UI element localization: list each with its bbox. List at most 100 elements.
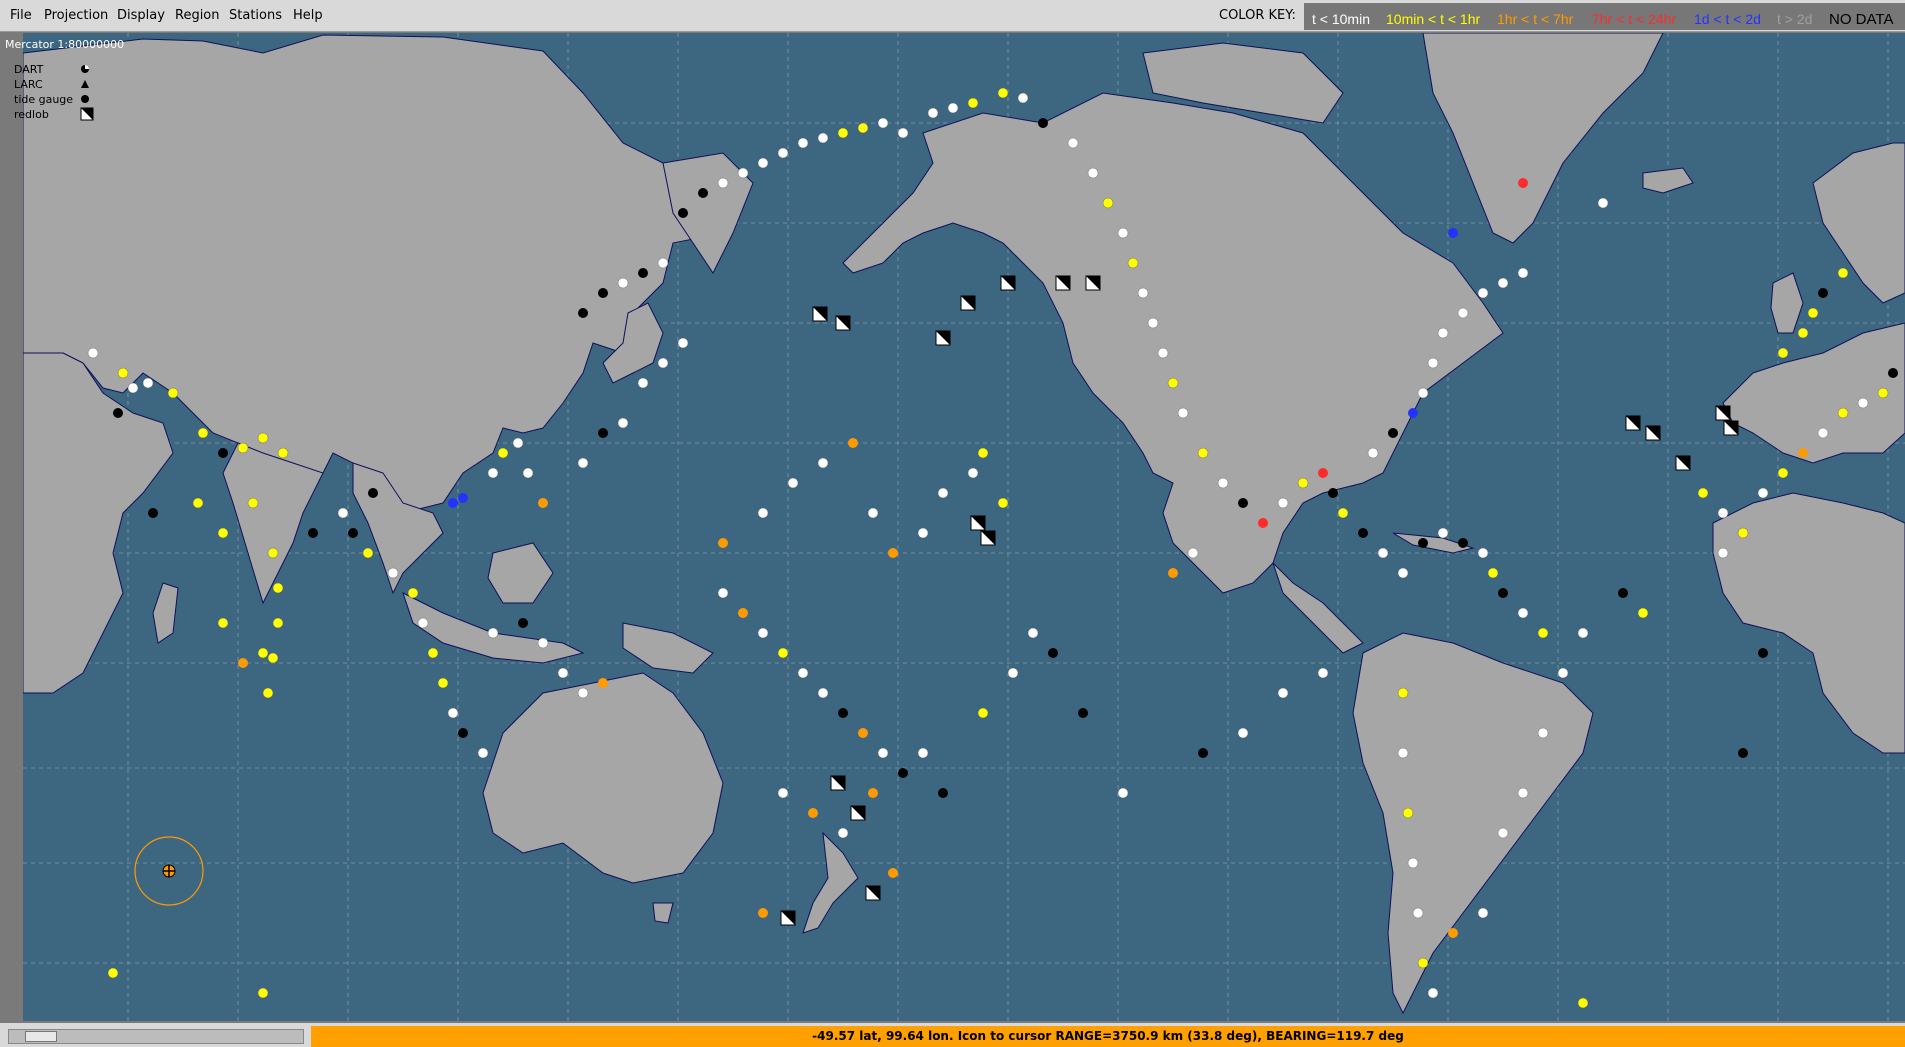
station-marker[interactable] bbox=[1818, 288, 1828, 298]
station-marker[interactable] bbox=[237, 442, 249, 454]
station-marker[interactable] bbox=[1048, 648, 1058, 658]
station-marker[interactable] bbox=[487, 467, 499, 479]
station-marker[interactable] bbox=[1067, 137, 1079, 149]
station-marker[interactable] bbox=[1117, 787, 1129, 799]
station-marker[interactable] bbox=[1597, 197, 1609, 209]
station-marker[interactable] bbox=[617, 417, 629, 429]
station-marker[interactable] bbox=[1477, 287, 1489, 299]
station-marker[interactable] bbox=[1177, 407, 1189, 419]
station-marker[interactable] bbox=[1397, 687, 1409, 699]
station-marker[interactable] bbox=[1777, 467, 1789, 479]
station-marker[interactable] bbox=[197, 427, 209, 439]
station-marker[interactable] bbox=[557, 667, 569, 679]
station-marker[interactable] bbox=[1758, 648, 1768, 658]
station-marker[interactable] bbox=[1888, 368, 1898, 378]
station-marker[interactable] bbox=[238, 658, 248, 668]
station-marker[interactable] bbox=[858, 728, 868, 738]
station-marker[interactable] bbox=[262, 687, 274, 699]
station-marker[interactable] bbox=[967, 97, 979, 109]
station-marker[interactable] bbox=[1427, 357, 1439, 369]
station-marker[interactable] bbox=[977, 707, 989, 719]
station-marker[interactable] bbox=[738, 608, 748, 618]
station-marker[interactable] bbox=[1168, 568, 1178, 578]
station-marker[interactable] bbox=[1498, 588, 1508, 598]
station-marker[interactable] bbox=[427, 647, 439, 659]
station-marker[interactable] bbox=[657, 257, 669, 269]
station-marker[interactable] bbox=[1458, 538, 1468, 548]
menu-stations[interactable]: Stations bbox=[229, 8, 282, 23]
station-marker[interactable] bbox=[1877, 387, 1889, 399]
station-marker[interactable] bbox=[1167, 377, 1179, 389]
menu-display[interactable]: Display bbox=[117, 8, 165, 23]
station-marker[interactable] bbox=[757, 627, 769, 639]
menu-projection[interactable]: Projection bbox=[44, 8, 109, 23]
station-marker[interactable] bbox=[997, 87, 1009, 99]
station-marker[interactable] bbox=[167, 387, 179, 399]
station-marker[interactable] bbox=[888, 868, 898, 878]
station-marker[interactable] bbox=[718, 538, 728, 548]
station-marker[interactable] bbox=[967, 467, 979, 479]
station-marker[interactable] bbox=[1798, 448, 1808, 458]
station-marker[interactable] bbox=[1817, 427, 1829, 439]
station-marker[interactable] bbox=[267, 652, 279, 664]
station-marker[interactable] bbox=[1717, 507, 1729, 519]
station-marker[interactable] bbox=[1197, 447, 1209, 459]
station-marker[interactable] bbox=[1412, 907, 1424, 919]
station-marker[interactable] bbox=[797, 137, 809, 149]
station-marker[interactable] bbox=[447, 707, 459, 719]
station-marker[interactable] bbox=[218, 448, 228, 458]
station-marker[interactable] bbox=[148, 508, 158, 518]
station-marker[interactable] bbox=[797, 667, 809, 679]
station-marker[interactable] bbox=[888, 548, 898, 558]
station-marker[interactable] bbox=[757, 157, 769, 169]
station-marker[interactable] bbox=[577, 457, 589, 469]
station-marker[interactable] bbox=[717, 587, 729, 599]
station-marker[interactable] bbox=[127, 382, 139, 394]
station-marker[interactable] bbox=[267, 547, 279, 559]
station-marker[interactable] bbox=[1517, 267, 1529, 279]
station-marker[interactable] bbox=[217, 617, 229, 629]
station-marker[interactable] bbox=[1427, 987, 1439, 999]
station-marker[interactable] bbox=[1857, 397, 1869, 409]
station-marker[interactable] bbox=[638, 268, 648, 278]
station-marker[interactable] bbox=[1217, 477, 1229, 489]
station-marker[interactable] bbox=[277, 447, 289, 459]
station-marker[interactable] bbox=[777, 647, 789, 659]
station-marker[interactable] bbox=[1717, 547, 1729, 559]
station-marker[interactable] bbox=[637, 377, 649, 389]
station-marker[interactable] bbox=[1737, 527, 1749, 539]
station-marker[interactable] bbox=[1807, 307, 1819, 319]
station-marker[interactable] bbox=[1017, 92, 1029, 104]
station-marker[interactable] bbox=[977, 447, 989, 459]
horizontal-scrollbar[interactable] bbox=[8, 1029, 304, 1044]
station-marker[interactable] bbox=[458, 728, 468, 738]
station-marker[interactable] bbox=[1238, 498, 1248, 508]
station-marker[interactable] bbox=[1078, 708, 1088, 718]
station-marker[interactable] bbox=[1457, 307, 1469, 319]
station-marker[interactable] bbox=[737, 167, 749, 179]
station-marker[interactable] bbox=[1537, 627, 1549, 639]
station-marker[interactable] bbox=[1477, 907, 1489, 919]
station-marker[interactable] bbox=[1448, 228, 1458, 238]
station-marker[interactable] bbox=[997, 497, 1009, 509]
station-marker[interactable] bbox=[817, 457, 829, 469]
station-marker[interactable] bbox=[857, 122, 869, 134]
station-marker[interactable] bbox=[337, 507, 349, 519]
station-marker[interactable] bbox=[598, 428, 608, 438]
station-marker[interactable] bbox=[777, 147, 789, 159]
station-marker[interactable] bbox=[1418, 538, 1428, 548]
station-marker[interactable] bbox=[1517, 787, 1529, 799]
station-marker[interactable] bbox=[937, 487, 949, 499]
station-marker[interactable] bbox=[1408, 408, 1418, 418]
station-marker[interactable] bbox=[217, 527, 229, 539]
station-marker[interactable] bbox=[272, 617, 284, 629]
station-marker[interactable] bbox=[1437, 327, 1449, 339]
station-marker[interactable] bbox=[362, 547, 374, 559]
station-marker[interactable] bbox=[1497, 277, 1509, 289]
station-marker[interactable] bbox=[477, 747, 489, 759]
station-marker[interactable] bbox=[867, 507, 879, 519]
station-marker[interactable] bbox=[1837, 407, 1849, 419]
station-marker[interactable] bbox=[817, 132, 829, 144]
station-marker[interactable] bbox=[1477, 547, 1489, 559]
station-marker[interactable] bbox=[1328, 488, 1338, 498]
